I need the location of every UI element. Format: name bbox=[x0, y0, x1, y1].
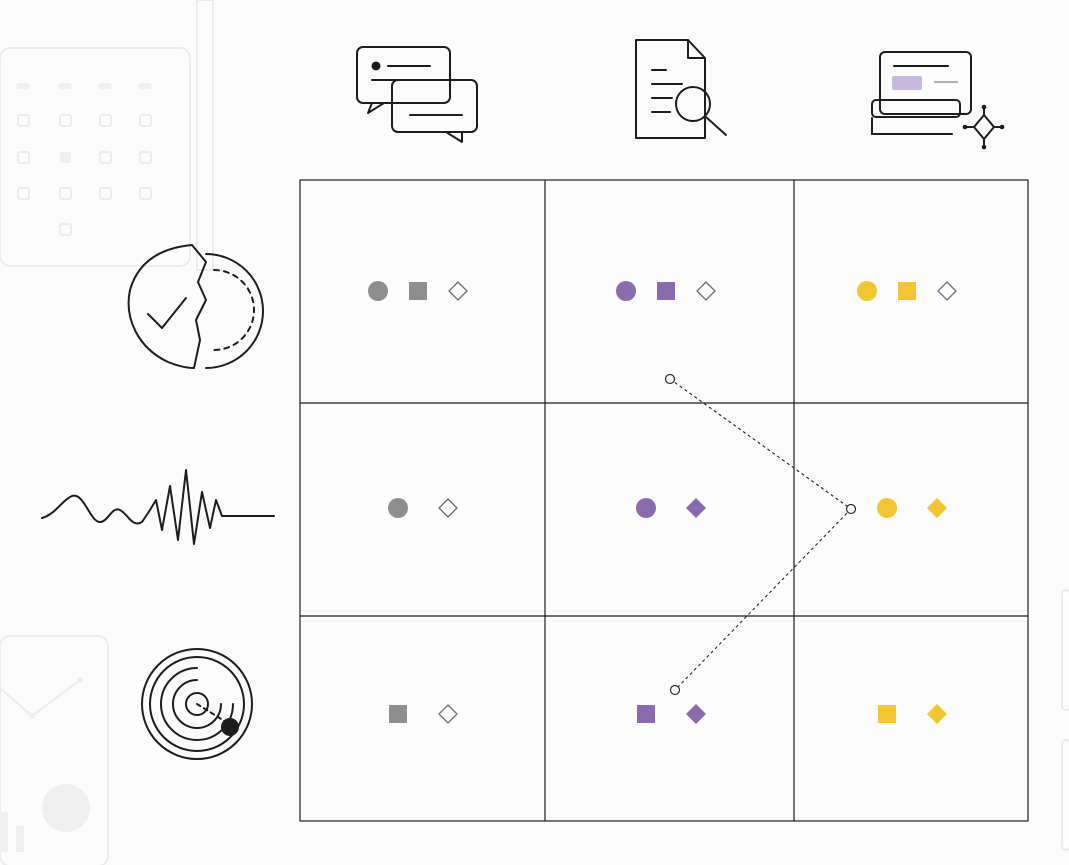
marker-circle-r2-c1 bbox=[388, 498, 408, 518]
cell-markers bbox=[368, 281, 957, 724]
signal-waveform-icon bbox=[41, 469, 275, 545]
connector-node-hub bbox=[845, 503, 857, 515]
marker-diamond-outline-r1-c1 bbox=[448, 281, 468, 301]
marker-circle-r1-c3 bbox=[857, 281, 877, 301]
marker-square-r3-c1 bbox=[389, 705, 407, 723]
stacked-cards-sparkle-icon bbox=[871, 51, 1005, 150]
chat-bubbles-icon bbox=[356, 46, 478, 143]
torn-badge-check-icon bbox=[127, 244, 264, 369]
radar-target-icon bbox=[141, 648, 253, 760]
marker-square-r3-c3 bbox=[878, 705, 896, 723]
marker-circle-r1-c1 bbox=[368, 281, 388, 301]
marker-circle-r2-c2 bbox=[636, 498, 656, 518]
marker-diamond-r2-c2 bbox=[686, 498, 706, 518]
connector-node-end bbox=[669, 684, 681, 696]
connector-path bbox=[664, 373, 857, 696]
marker-square-r3-c2 bbox=[637, 705, 655, 723]
connector-segment-upper bbox=[669, 378, 852, 510]
connector-node-start bbox=[664, 373, 676, 385]
document-search-icon bbox=[635, 39, 727, 139]
marker-diamond-outline-r2-c1 bbox=[438, 498, 458, 518]
marker-square-r1-c2 bbox=[657, 282, 675, 300]
marker-circle-r1-c2 bbox=[616, 281, 636, 301]
marker-square-r1-c3 bbox=[898, 282, 916, 300]
marker-diamond-r2-c3 bbox=[927, 498, 947, 518]
marker-square-r1-c1 bbox=[409, 282, 427, 300]
marker-diamond-r3-c2 bbox=[686, 704, 706, 724]
marker-diamond-outline-r1-c2 bbox=[696, 281, 716, 301]
marker-diamond-outline-r3-c1 bbox=[438, 704, 458, 724]
marker-circle-r2-c3 bbox=[877, 498, 897, 518]
matrix-grid bbox=[299, 179, 1029, 822]
connector-segment-lower bbox=[674, 508, 852, 691]
marker-diamond-r3-c3 bbox=[927, 704, 947, 724]
marker-diamond-outline-r1-c3 bbox=[937, 281, 957, 301]
